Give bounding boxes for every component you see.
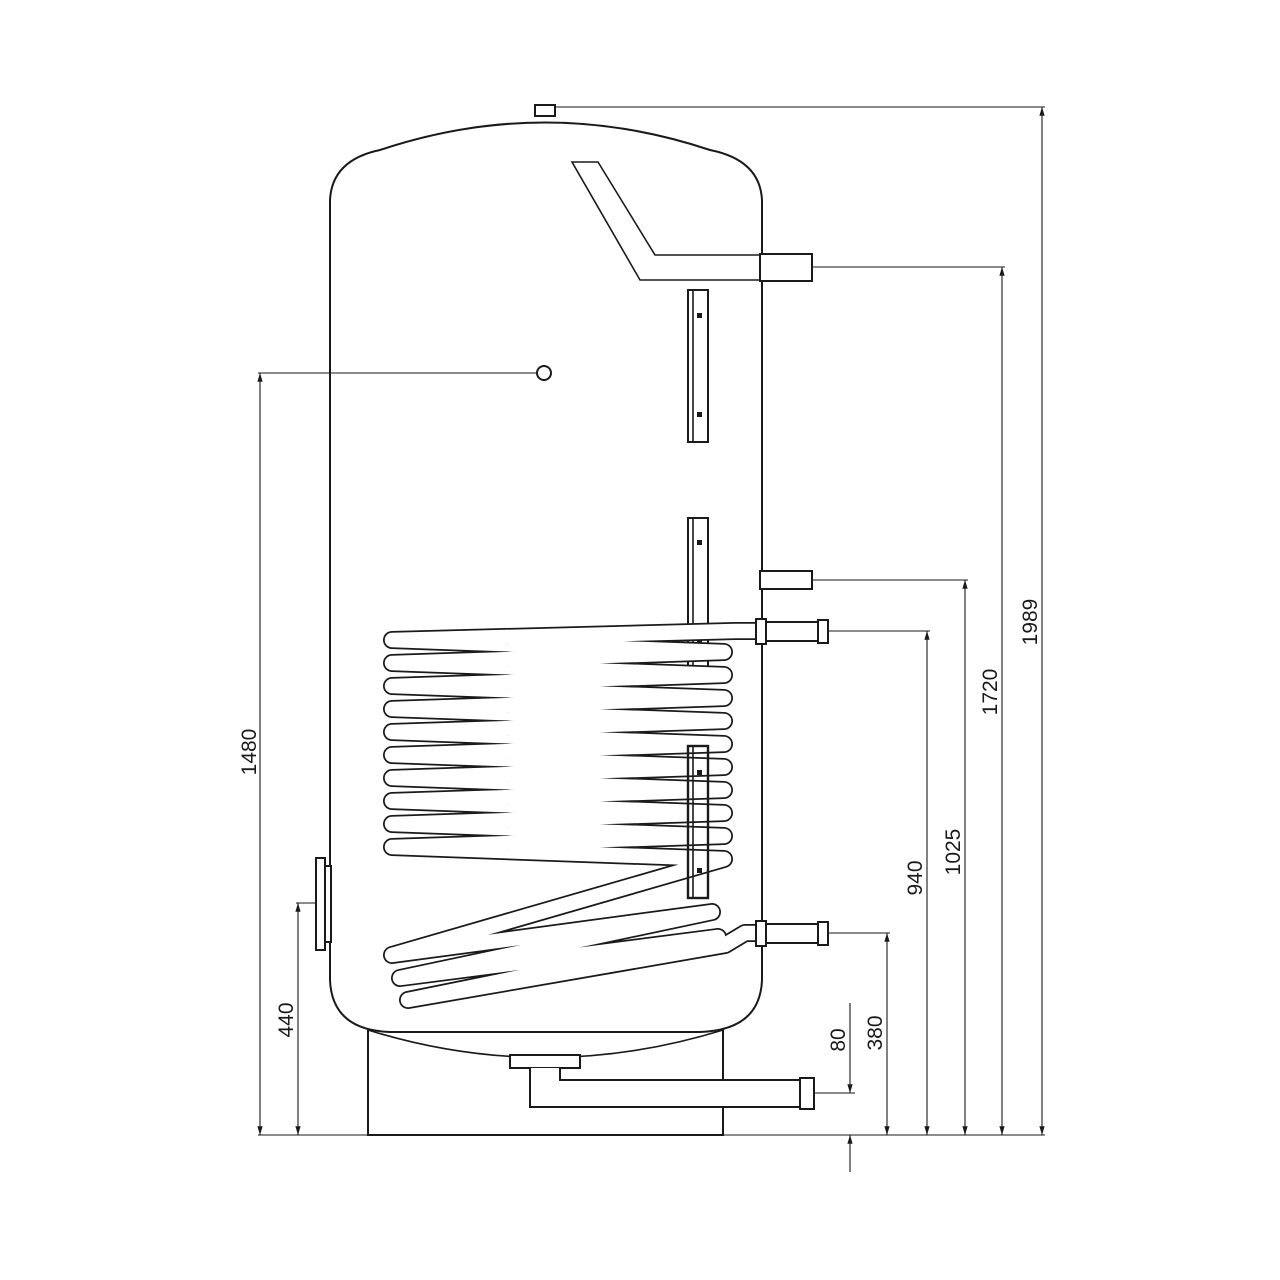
dim-label-1720: 1720 [979,669,1002,716]
dim-label-380: 380 [864,1015,887,1050]
dim-label-940: 940 [904,860,927,895]
dim-label-440: 440 [275,1002,298,1037]
top-vent-nozzle [534,104,556,117]
heat-exchanger-coil [383,622,769,1009]
dim-label-80: 80 [827,1028,850,1051]
dimension-lines [257,106,1045,1172]
inspection-flange [315,857,332,951]
sensor-port [536,365,552,381]
sensor-pocket-lower [686,744,710,900]
drain-pipe [509,1054,815,1110]
sensor-pocket-upper [687,289,709,443]
coil-outlet-connection [755,920,829,947]
dim-label-1025: 1025 [942,829,965,876]
circulation-nozzle [759,570,813,590]
dim-label-1989: 1989 [1019,599,1042,646]
hot-water-outlet [759,253,813,282]
coil-inlet-connection [755,618,829,645]
dim-label-1480: 1480 [238,729,261,776]
